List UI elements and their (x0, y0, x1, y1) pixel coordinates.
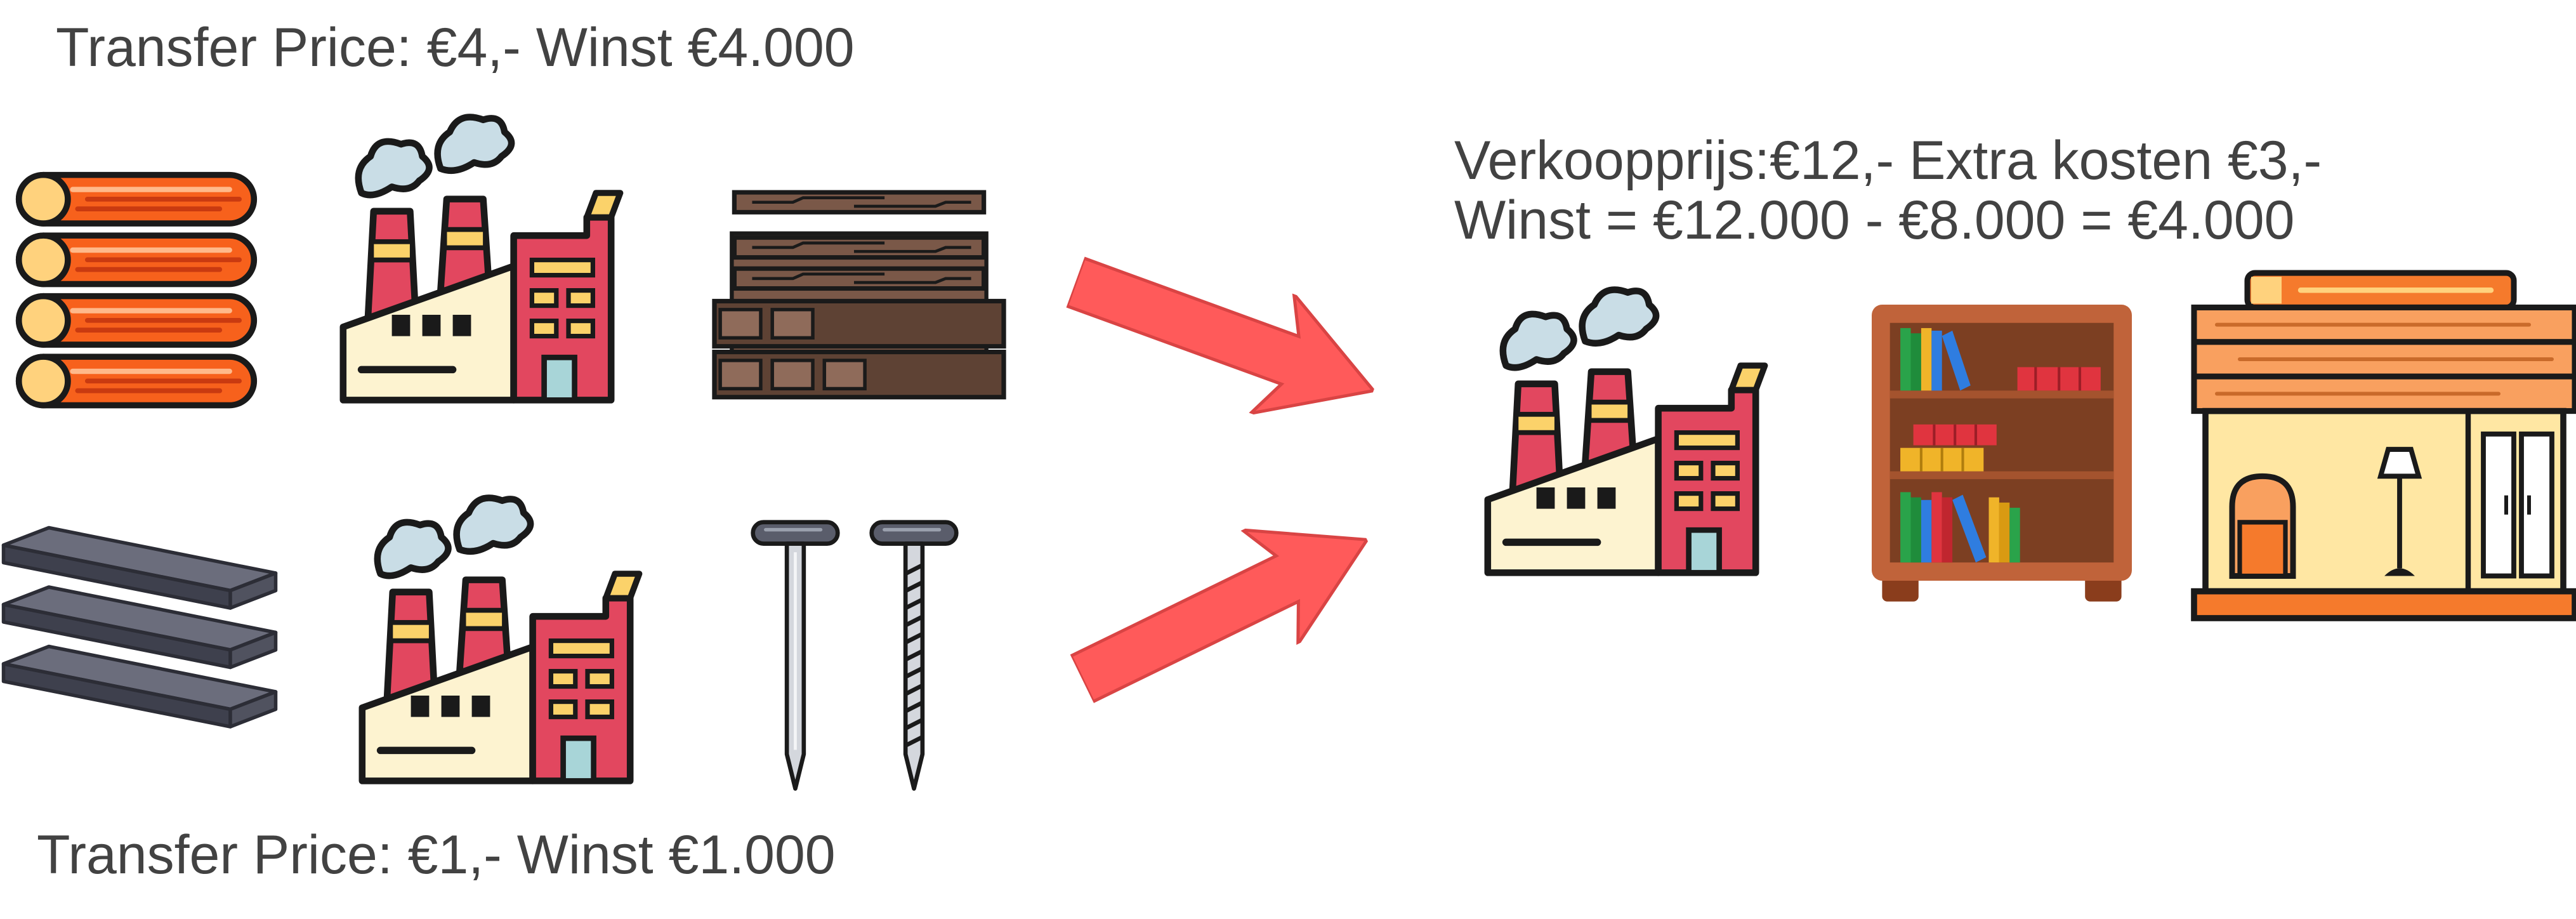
steel-beams-icon (0, 524, 279, 748)
factory-icon (1469, 274, 1774, 579)
arrow-icon (1054, 223, 1395, 451)
nails-icon (749, 518, 961, 797)
top-transfer-price-caption: Transfer Price: €4,- Winst €4.000 (56, 17, 855, 78)
bookshelf-icon (1872, 305, 2132, 607)
arrow-icon (1054, 483, 1395, 736)
sales-price-caption: Verkoopprijs:€12,- Extra kosten €3,- (1454, 130, 2322, 191)
furniture-store-icon (2191, 269, 2576, 622)
bottom-transfer-price-caption: Transfer Price: €1,- Winst €1.000 (37, 824, 836, 885)
factory-icon (344, 482, 648, 787)
logs-icon (14, 170, 259, 413)
profit-calculation-caption: Winst = €12.000 - €8.000 = €4.000 (1454, 190, 2295, 251)
wood-planks-icon (712, 185, 1006, 411)
factory-icon (325, 102, 629, 406)
